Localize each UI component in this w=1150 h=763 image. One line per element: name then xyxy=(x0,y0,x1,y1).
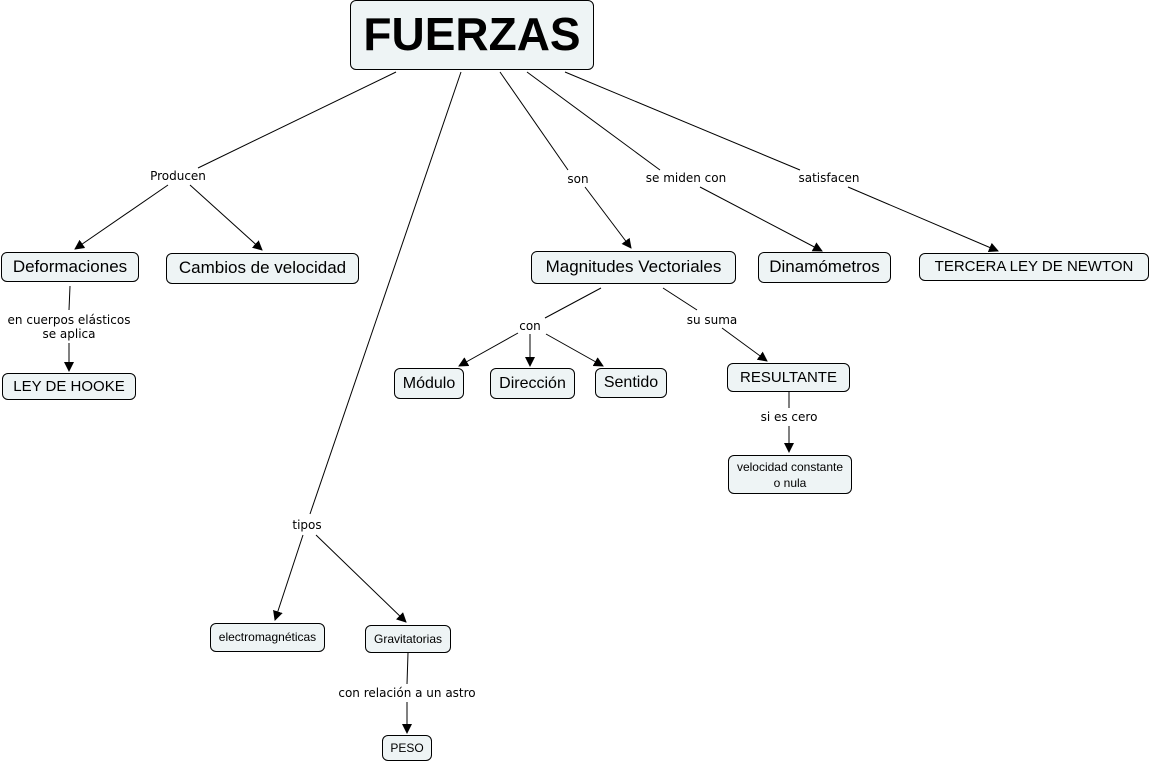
link-label-producen: Producen xyxy=(150,169,206,183)
node-velocidad-constante[interactable]: velocidad constante o nula xyxy=(728,455,852,494)
node-ley-hooke[interactable]: LEY DE HOOKE xyxy=(2,373,136,400)
link-label-satisfacen: satisfacen xyxy=(798,171,860,185)
arrow-to-modulo xyxy=(458,332,519,367)
line-magnitudes-suma xyxy=(662,287,698,311)
arrow-to-sentido xyxy=(545,333,604,367)
link-label-elasticos-line2: se aplica xyxy=(42,327,96,341)
node-modulo[interactable]: Módulo xyxy=(394,368,464,399)
line-gravitatorias-astro xyxy=(406,652,409,685)
node-direccion[interactable]: Dirección xyxy=(490,368,575,399)
link-label-si-es-cero: si es cero xyxy=(760,410,818,424)
node-dinamometros[interactable]: Dinamómetros xyxy=(758,252,891,283)
link-label-su-suma: su suma xyxy=(686,313,738,327)
link-label-son: son xyxy=(567,172,589,186)
node-peso[interactable]: PESO xyxy=(382,735,432,761)
node-resultante[interactable]: RESULTANTE xyxy=(727,363,850,392)
arrow-to-cambios xyxy=(189,184,263,251)
node-fuerzas[interactable]: FUERZAS xyxy=(350,0,594,70)
link-label-se-miden-con: se miden con xyxy=(645,171,727,185)
node-sentido[interactable]: Sentido xyxy=(595,368,667,398)
arrow-to-tercera-ley xyxy=(847,186,999,253)
arrow-to-resultante xyxy=(721,327,768,362)
line-fuerzas-producen xyxy=(197,71,397,169)
node-cambios-velocidad[interactable]: Cambios de velocidad xyxy=(166,253,359,284)
line-fuerzas-satisfacen xyxy=(564,71,801,171)
node-electromagneticas[interactable]: electromagnéticas xyxy=(210,623,325,652)
line-fuerzas-miden xyxy=(526,71,661,171)
line-deformaciones-hooke xyxy=(68,285,71,311)
link-label-elasticos-line1: en cuerpos elásticos xyxy=(7,313,131,327)
node-tercera-ley-newton[interactable]: TERCERA LEY DE NEWTON xyxy=(919,253,1149,281)
arrow-to-electromagneticas xyxy=(273,534,304,621)
link-label-relacion-astro: con relación a un astro xyxy=(338,686,476,700)
node-magnitudes-vectoriales[interactable]: Magnitudes Vectoriales xyxy=(531,251,736,284)
node-gravitatorias[interactable]: Gravitatorias xyxy=(365,625,451,653)
arrow-to-dinamometros xyxy=(699,186,823,252)
line-magnitudes-con xyxy=(544,287,602,319)
link-label-tipos: tipos xyxy=(292,518,322,532)
link-label-con: con xyxy=(519,319,541,333)
arrow-to-gravitatorias xyxy=(315,534,407,623)
line-fuerzas-son xyxy=(499,71,569,171)
node-deformaciones[interactable]: Deformaciones xyxy=(1,252,139,282)
arrow-to-magnitudes xyxy=(584,186,632,249)
line-fuerzas-tipos xyxy=(309,71,462,515)
arrow-to-deformaciones xyxy=(74,184,169,250)
